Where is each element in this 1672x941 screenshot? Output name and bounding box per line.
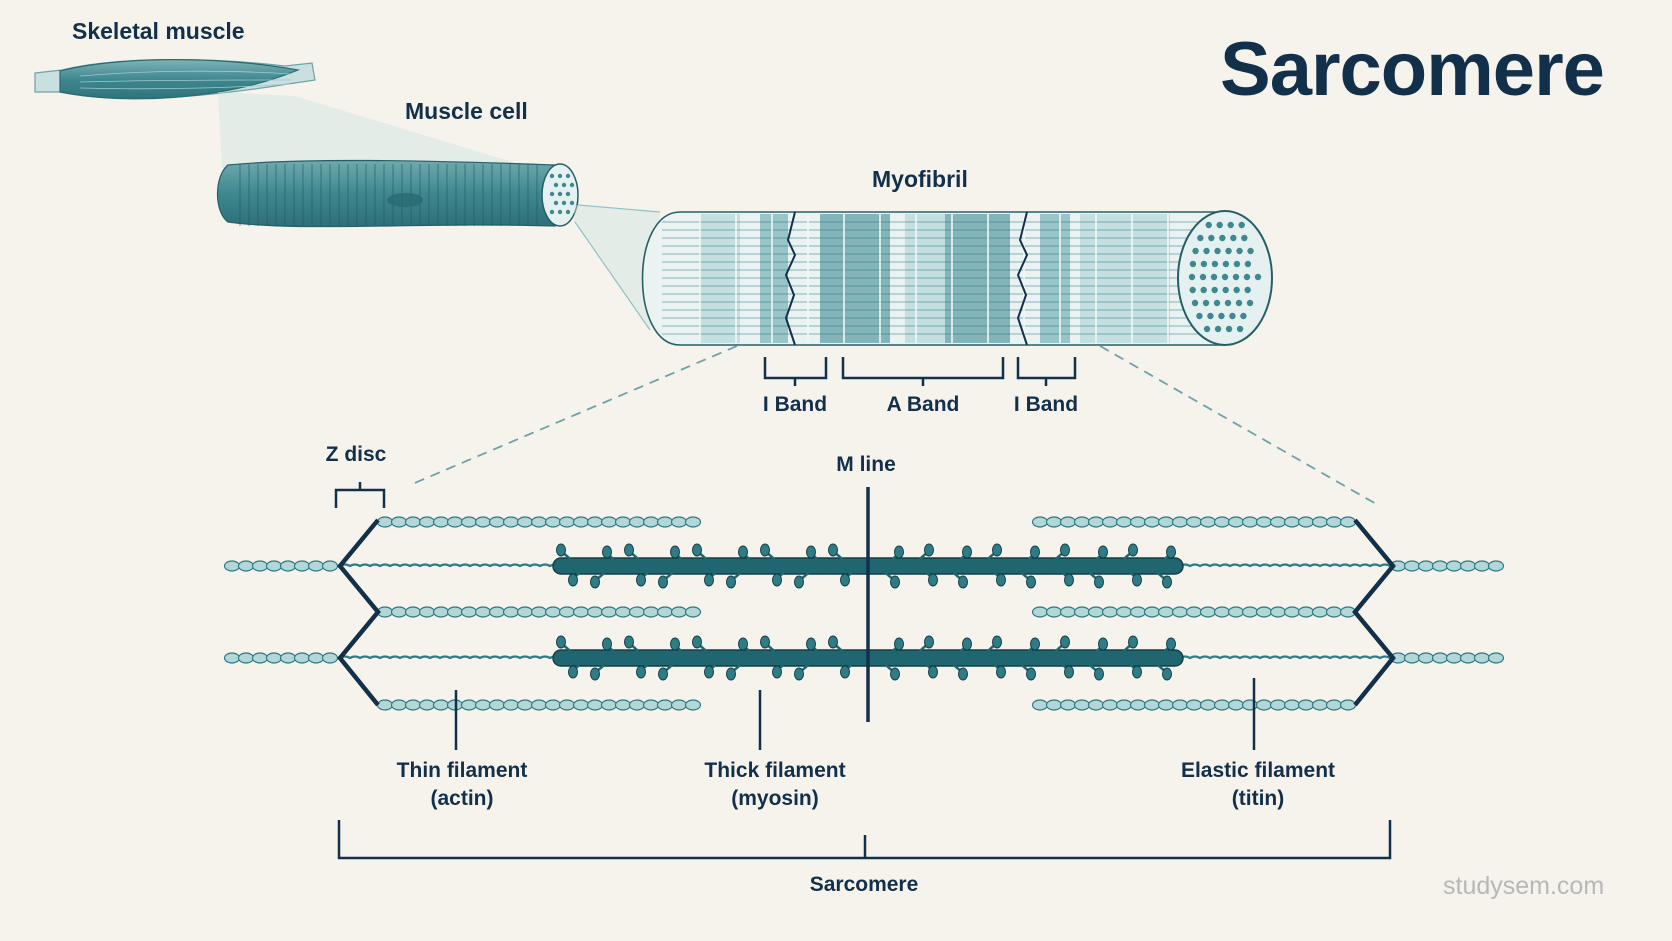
label-i-band-right: I Band	[1013, 393, 1079, 416]
label-sarcomere: Sarcomere	[809, 873, 919, 896]
myofibril-illustration	[641, 210, 1273, 346]
sarcomere-detail	[223, 487, 1505, 722]
credit-watermark: studysem.com	[1443, 872, 1605, 900]
label-elastic-filament-sub: (titin)	[1231, 787, 1285, 810]
skeletal-muscle-illustration	[34, 58, 316, 100]
zoom-line-right	[1099, 345, 1379, 506]
band-brackets	[763, 357, 1077, 386]
label-a-band: A Band	[886, 393, 960, 416]
label-thick-filament-sub: (myosin)	[731, 787, 819, 810]
muscle-cell-illustration	[217, 159, 579, 228]
label-z-disc: Z disc	[325, 443, 387, 466]
label-elastic-filament: Elastic filament	[1180, 759, 1336, 782]
zoom-cone-cell	[574, 205, 660, 330]
label-myofibril: Myofibril	[872, 166, 968, 192]
label-i-band-left: I Band	[762, 393, 828, 416]
zoom-cone-muscle	[218, 92, 545, 172]
label-thin-filament: Thin filament	[396, 759, 528, 782]
z-discs	[337, 518, 1396, 707]
label-muscle-cell: Muscle cell	[405, 98, 528, 124]
z-disc-bracket	[334, 482, 386, 508]
label-skeletal-muscle: Skeletal muscle	[72, 18, 245, 44]
sarcomere-bracket	[337, 820, 1392, 860]
label-m-line: M line	[836, 453, 896, 476]
label-thick-filament: Thick filament	[704, 759, 846, 782]
zoom-line-left	[409, 345, 738, 486]
label-thin-filament-sub: (actin)	[430, 787, 494, 810]
pointer-lines	[454, 678, 1256, 750]
page-title: Sarcomere	[1220, 27, 1605, 112]
